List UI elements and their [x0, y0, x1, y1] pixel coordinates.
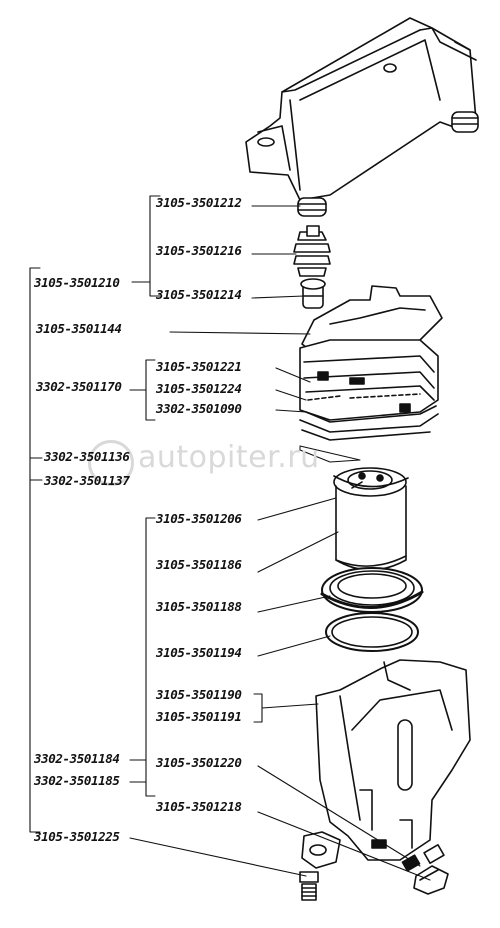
caliper-bracket [245, 17, 479, 217]
part-label-3302-3501184: 3302-3501184 [34, 751, 120, 766]
caliper-body [315, 659, 471, 861]
part-label-3105-3501194: 3105-3501194 [156, 645, 242, 660]
part-label-3105-3501191: 3105-3501191 [156, 709, 242, 724]
part-label-3105-3501144: 3105-3501144 [36, 321, 122, 336]
part-label-3105-3501216: 3105-3501216 [156, 243, 242, 258]
part-label-3105-3501190: 3105-3501190 [156, 687, 242, 702]
bleeder-bolt [299, 871, 319, 901]
part-label-3105-3501221: 3105-3501221 [156, 359, 242, 374]
part-label-3105-3501224: 3105-3501224 [156, 381, 242, 396]
watermark-text: autopiter.ru [138, 440, 320, 475]
part-label-3302-3501137: 3302-3501137 [44, 473, 130, 488]
bleeder-valve [401, 844, 449, 895]
piston [333, 467, 409, 571]
part-label-3105-3501225: 3105-3501225 [34, 829, 120, 844]
part-label-3302-3501090: 3302-3501090 [156, 401, 242, 416]
part-label-3105-3501212: 3105-3501212 [156, 195, 242, 210]
part-label-3302-3501185: 3302-3501185 [34, 773, 120, 788]
part-label-3302-3501136: 3302-3501136 [44, 449, 130, 464]
part-label-3105-3501188: 3105-3501188 [156, 599, 242, 614]
dust-boot [320, 567, 424, 613]
brake-pads [299, 339, 439, 463]
part-label-3105-3501186: 3105-3501186 [156, 557, 242, 572]
part-label-3105-3501218: 3105-3501218 [156, 799, 242, 814]
part-label-3302-3501170: 3302-3501170 [36, 379, 122, 394]
part-label-3105-3501210: 3105-3501210 [34, 275, 120, 290]
part-label-3105-3501214: 3105-3501214 [156, 287, 242, 302]
part-label-3105-3501206: 3105-3501206 [156, 511, 242, 526]
watermark-logo [88, 440, 134, 486]
leader-lines [29, 195, 431, 881]
piston-seal [325, 612, 419, 652]
guide-pin [300, 278, 326, 309]
part-label-3105-3501220: 3105-3501220 [156, 755, 242, 770]
guide-pin-boot [293, 225, 331, 277]
